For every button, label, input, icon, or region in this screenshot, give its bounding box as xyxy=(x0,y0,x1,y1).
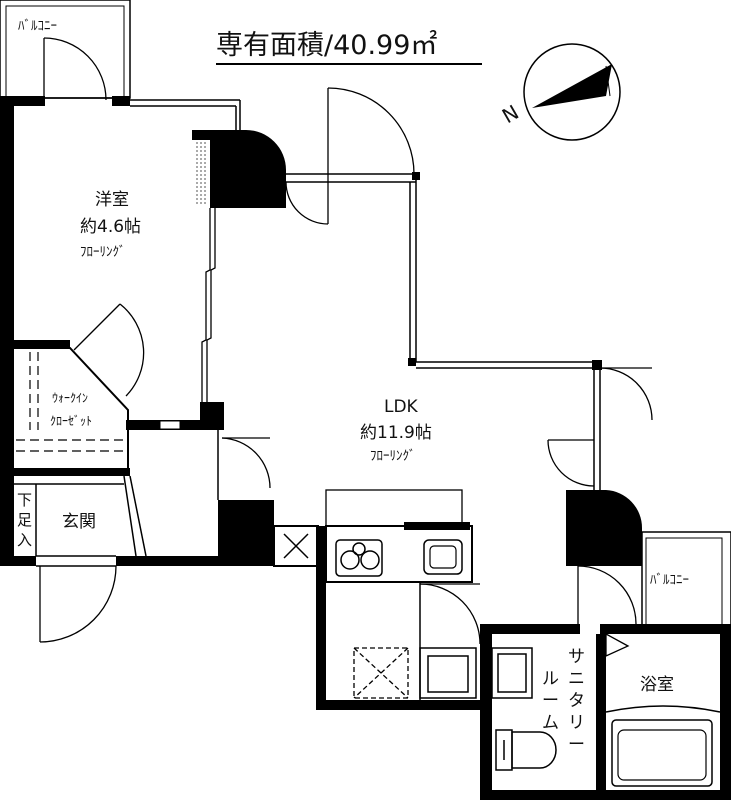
balcony-top-left-label: ﾊﾞﾙｺﾆｰ xyxy=(18,19,57,34)
ldk-floor: ﾌﾛｰﾘﾝｸﾞ xyxy=(370,449,416,464)
bathroom-label: 浴室 xyxy=(640,675,674,695)
sanitary-room: サ ニ タ リ ー ル ー ム xyxy=(542,647,585,755)
shoe-box-char-2: 足 xyxy=(17,511,32,529)
north-label: N xyxy=(498,100,523,128)
balcony-door-top-left xyxy=(43,37,107,101)
wall-post-1 xyxy=(412,172,420,180)
balcony-right: ﾊﾞﾙｺﾆｰ xyxy=(641,531,731,629)
balcony-door-right xyxy=(577,565,637,625)
walk-in-closet: ｳｫｰｸｲﾝ ｸﾛｰｾﾞｯﾄ xyxy=(14,340,130,476)
ldk-size: 約11.9帖 xyxy=(360,423,432,443)
bathroom: 浴室 xyxy=(605,632,721,787)
western-room-size: 約4.6帖 xyxy=(80,217,141,237)
ldk-window-door-right xyxy=(547,367,653,487)
storage-block-right xyxy=(566,490,643,566)
sanitary-col1-char-3: タ xyxy=(568,691,585,711)
pipe-space xyxy=(273,525,319,567)
sanitary-col2-char-2: ー xyxy=(542,691,559,711)
partition-western-ldk xyxy=(201,208,216,410)
walls-central xyxy=(126,402,274,566)
shoe-box-char-3: 入 xyxy=(17,531,32,549)
wic-label-line2: ｸﾛｰｾﾞｯﾄ xyxy=(50,414,92,428)
walls-western-room xyxy=(0,96,241,566)
wall-post-3 xyxy=(592,360,602,370)
walls-lower xyxy=(316,526,731,800)
walls-ldk xyxy=(286,173,601,490)
toilet-icon xyxy=(495,729,557,771)
sanitary-col2-char-1: ル xyxy=(542,669,559,689)
wic-label-line1: ｳｫｰｸｲﾝ xyxy=(52,391,88,405)
appliance-boxes xyxy=(419,582,533,700)
washer-space xyxy=(353,647,409,699)
sanitary-col1-char-1: サ xyxy=(568,647,585,667)
ldk-name: LDK xyxy=(384,397,419,417)
kitchen xyxy=(325,489,473,583)
storage-block xyxy=(192,130,286,208)
ldk-window-door-top xyxy=(285,87,415,225)
sanitary-col1-char-4: リ xyxy=(568,713,585,733)
sanitary-col2-char-3: ム xyxy=(542,713,559,733)
balcony-top-left: ﾊﾞﾙｺﾆｰ xyxy=(0,0,131,99)
utility-door xyxy=(419,583,481,645)
entrance-label: 玄関 xyxy=(62,512,96,532)
western-room-floor: ﾌﾛｰﾘﾝｸﾞ xyxy=(80,245,126,260)
hallway-door xyxy=(221,437,271,489)
sanitary-col1-char-5: ー xyxy=(568,735,585,755)
sanitary-col1-char-2: ニ xyxy=(568,669,585,689)
shoe-box-char-1: 下 xyxy=(17,491,32,509)
balcony-right-label: ﾊﾞﾙｺﾆｰ xyxy=(650,573,689,588)
entrance-area: 玄関 下 足 入 xyxy=(0,475,274,567)
front-door xyxy=(39,565,117,643)
area-title: 専有面積/40.99㎡ xyxy=(216,30,437,61)
wall-post-2 xyxy=(408,358,416,366)
compass-icon: N xyxy=(498,43,621,141)
western-room-name: 洋室 xyxy=(95,190,129,210)
wic-door xyxy=(73,303,145,397)
